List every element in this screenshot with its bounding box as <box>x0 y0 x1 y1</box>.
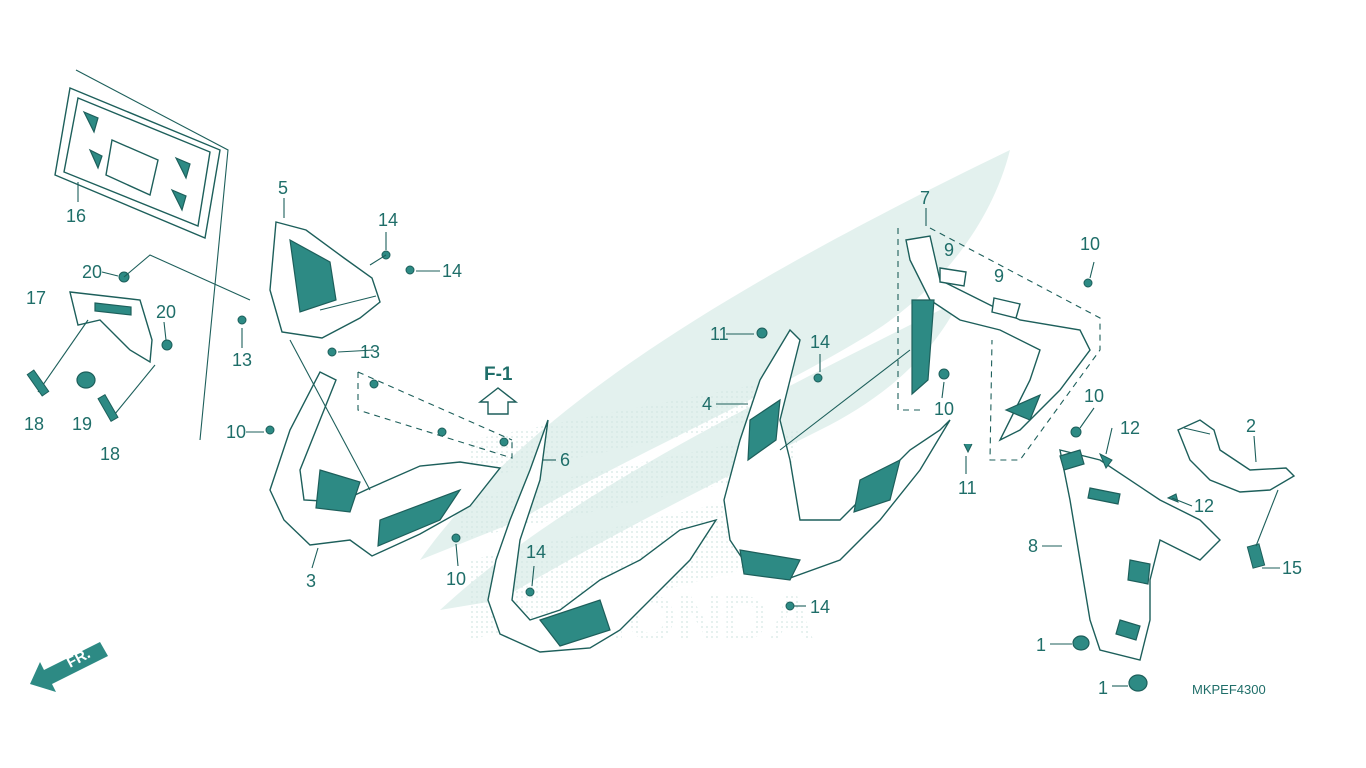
callout-14c: 14 <box>810 332 830 352</box>
callout-17: 17 <box>26 288 46 308</box>
callout-labels: 1 1 2 3 4 5 6 7 8 9 9 10 10 10 10 10 11 … <box>24 178 1302 698</box>
callout-10b: 10 <box>226 422 246 442</box>
part-8-stay <box>1059 449 1221 692</box>
part-7-inner-bracket <box>897 227 1101 461</box>
callout-6: 6 <box>560 450 570 470</box>
callout-4: 4 <box>702 394 712 414</box>
part-2-stay <box>1166 419 1296 569</box>
callout-11b: 11 <box>958 478 977 498</box>
callout-5: 5 <box>278 178 288 198</box>
callout-10d: 10 <box>934 399 954 419</box>
callout-13a: 13 <box>232 350 252 370</box>
section-ref-label: F-1 <box>484 364 513 385</box>
part-17-bracket <box>26 254 251 422</box>
callout-20b: 20 <box>156 302 176 322</box>
callout-14b: 14 <box>442 261 462 281</box>
callout-15: 15 <box>1282 558 1302 578</box>
callout-14a: 14 <box>378 210 398 230</box>
callout-14e: 14 <box>810 597 830 617</box>
callout-leaders <box>77 182 1280 687</box>
part-3-front-fairing <box>265 339 513 557</box>
callout-14d: 14 <box>526 542 546 562</box>
callout-16: 16 <box>66 206 86 226</box>
part-4-side-cover <box>723 327 951 611</box>
callout-9b: 9 <box>994 266 1004 286</box>
callout-2: 2 <box>1246 416 1256 436</box>
callout-9a: 9 <box>944 240 954 260</box>
part-6-lower-cowl <box>487 419 718 653</box>
callout-3: 3 <box>306 571 316 591</box>
callout-1a: 1 <box>1036 635 1046 655</box>
callout-10c: 10 <box>446 569 466 589</box>
callout-10e: 10 <box>1084 386 1104 406</box>
callout-10a: 10 <box>1080 234 1100 254</box>
section-ref-arrow <box>477 387 519 415</box>
part-5-cover <box>237 221 415 357</box>
callout-20a: 20 <box>82 262 102 282</box>
callout-1b: 1 <box>1098 678 1108 698</box>
callout-13b: 13 <box>360 342 380 362</box>
part-16-license-plate <box>54 69 229 441</box>
diagram-code: MKPEF4300 <box>1192 682 1266 697</box>
callout-7: 7 <box>920 188 930 208</box>
callout-12b: 12 <box>1194 496 1214 516</box>
callout-19: 19 <box>72 414 92 434</box>
callout-11a: 11 <box>710 324 729 344</box>
front-direction-arrow <box>30 642 108 692</box>
callout-8: 8 <box>1028 536 1038 556</box>
callout-12a: 12 <box>1120 418 1140 438</box>
callout-18a: 18 <box>24 414 44 434</box>
callout-18b: 18 <box>100 444 120 464</box>
